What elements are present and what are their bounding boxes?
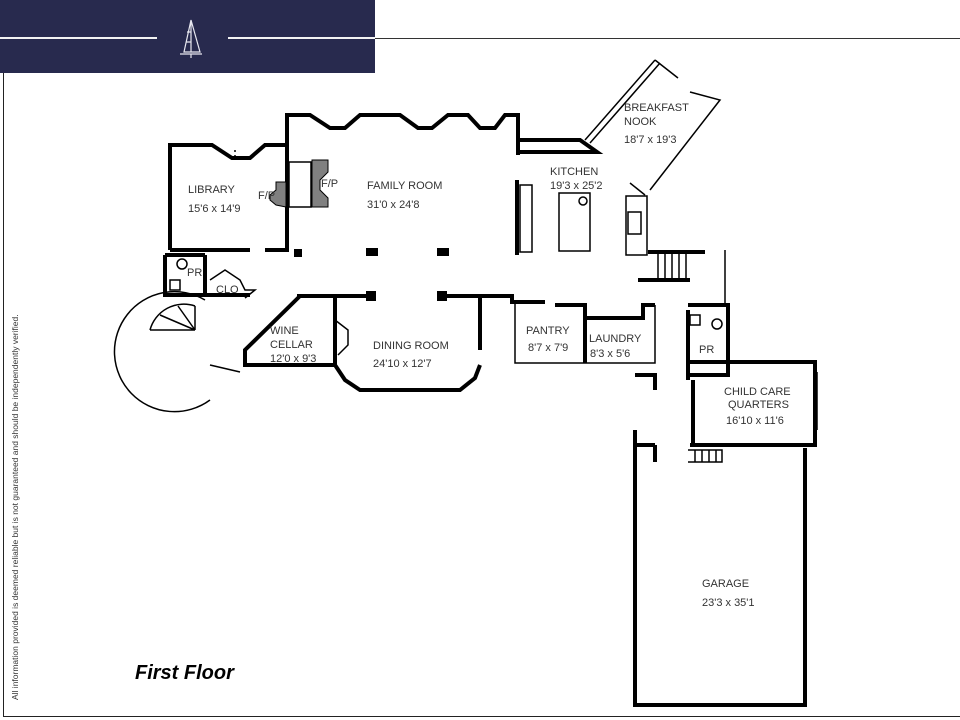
breakfast-nook-label-1: BREAKFAST [624, 102, 689, 114]
laundry-label: LAUNDRY [589, 333, 642, 345]
child-care-walls [633, 360, 818, 463]
wine-cellar-label-2: CELLAR [270, 339, 313, 351]
header-rule-left [0, 37, 157, 39]
page-frame-bottom [3, 716, 960, 717]
floor-title: First Floor [135, 662, 234, 684]
family-fp-label: F/P [321, 178, 338, 190]
family-room-walls [269, 113, 520, 301]
family-room-dims: 31'0 x 24'8 [367, 199, 420, 211]
kitchen-label: KITCHEN [550, 166, 598, 178]
breakfast-nook-dims: 18'7 x 19'3 [624, 134, 677, 146]
laundry-dims: 8'3 x 5'6 [590, 348, 630, 360]
page-frame-left [3, 73, 4, 717]
wine-cellar-dims: 12'0 x 9'3 [270, 353, 316, 365]
dining-room-label: DINING ROOM [373, 340, 449, 352]
pantry-dims: 8'7 x 7'9 [528, 342, 568, 354]
child-care-dims: 16'10 x 11'6 [726, 415, 784, 427]
garage-dims: 23'3 x 35'1 [702, 597, 755, 609]
fireplace-library-icon [269, 181, 287, 208]
family-room-label: FAMILY ROOM [367, 180, 442, 192]
library-dims: 15'6 x 14'9 [188, 203, 241, 215]
dining-room-dims: 24'10 x 12'7 [373, 358, 432, 370]
child-care-label-1: CHILD CARE [724, 386, 791, 398]
pr-1-label: PR [187, 267, 202, 279]
header-rule-extension [375, 38, 960, 39]
breakfast-nook-label-2: NOOK [624, 116, 657, 128]
dining-walls [243, 294, 482, 392]
entry-walls [113, 253, 258, 413]
kitchen-dims: 19'3 x 25'2 [550, 180, 603, 192]
garage-label: GARAGE [702, 578, 749, 590]
child-care-label-2: QUARTERS [728, 399, 789, 411]
closet-label: CLO [216, 284, 239, 296]
pr-2-label: PR [699, 344, 714, 356]
kitchen-walls [515, 59, 726, 305]
wine-cellar-label-1: WINE [270, 325, 299, 337]
service-walls [297, 294, 730, 380]
header-rule-right [228, 37, 375, 39]
library-fp-label: F/P [258, 190, 275, 202]
library-walls [168, 143, 287, 252]
pantry-label: PANTRY [526, 325, 570, 337]
garage-walls [633, 445, 807, 707]
fireplace-family-icon [311, 159, 329, 208]
library-label: LIBRARY [188, 184, 236, 196]
sailboat-logo-icon [180, 19, 202, 58]
